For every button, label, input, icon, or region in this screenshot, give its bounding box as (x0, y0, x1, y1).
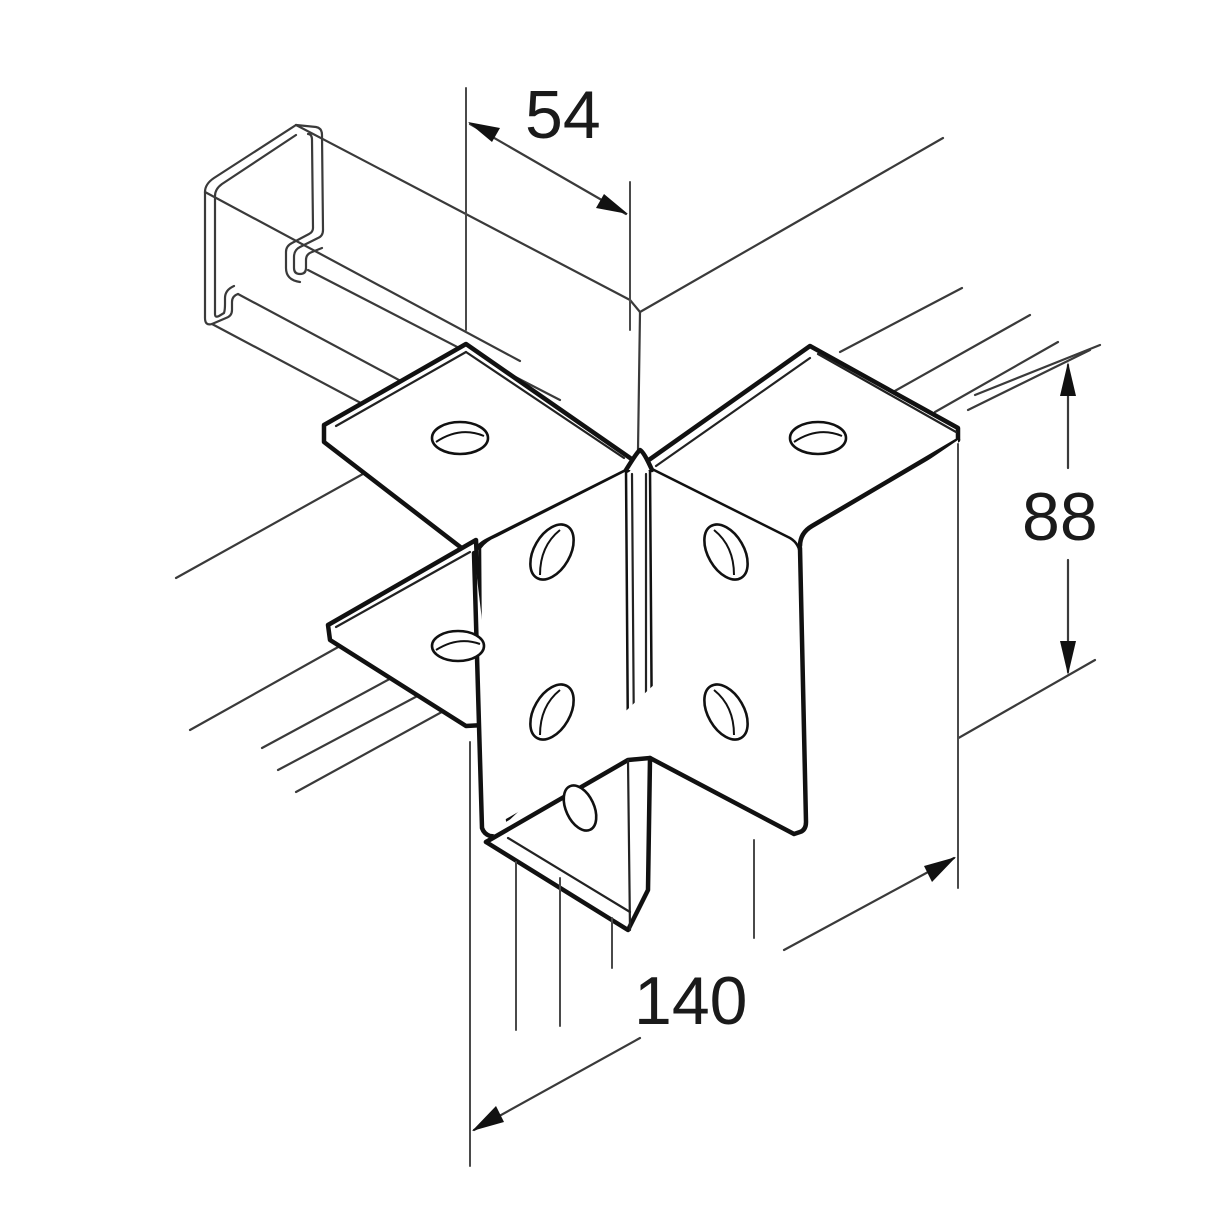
hole-bottom (562, 784, 598, 832)
hole-right-top (788, 420, 848, 456)
cross-channel-lines (174, 136, 1102, 822)
hole-left-face-upper (529, 523, 575, 581)
hole-left-face-lower (529, 683, 575, 741)
bolt-holes (430, 420, 848, 832)
dimension-140: 140 (469, 443, 959, 1167)
hole-left-top (430, 420, 490, 456)
hole-right-face-lower (703, 683, 749, 741)
dimension-54: 54 (465, 77, 631, 331)
dimension-label-140: 140 (634, 963, 747, 1039)
dimension-label-88: 88 (1022, 479, 1098, 555)
dimension-88: 88 (1022, 362, 1098, 675)
hole-left-lower-flange (430, 629, 486, 663)
left-lower-flange (325, 537, 487, 729)
bracket (321, 341, 961, 933)
hole-right-face-upper (703, 523, 749, 581)
right-side-face (800, 440, 958, 826)
dimension-label-54: 54 (525, 77, 601, 153)
